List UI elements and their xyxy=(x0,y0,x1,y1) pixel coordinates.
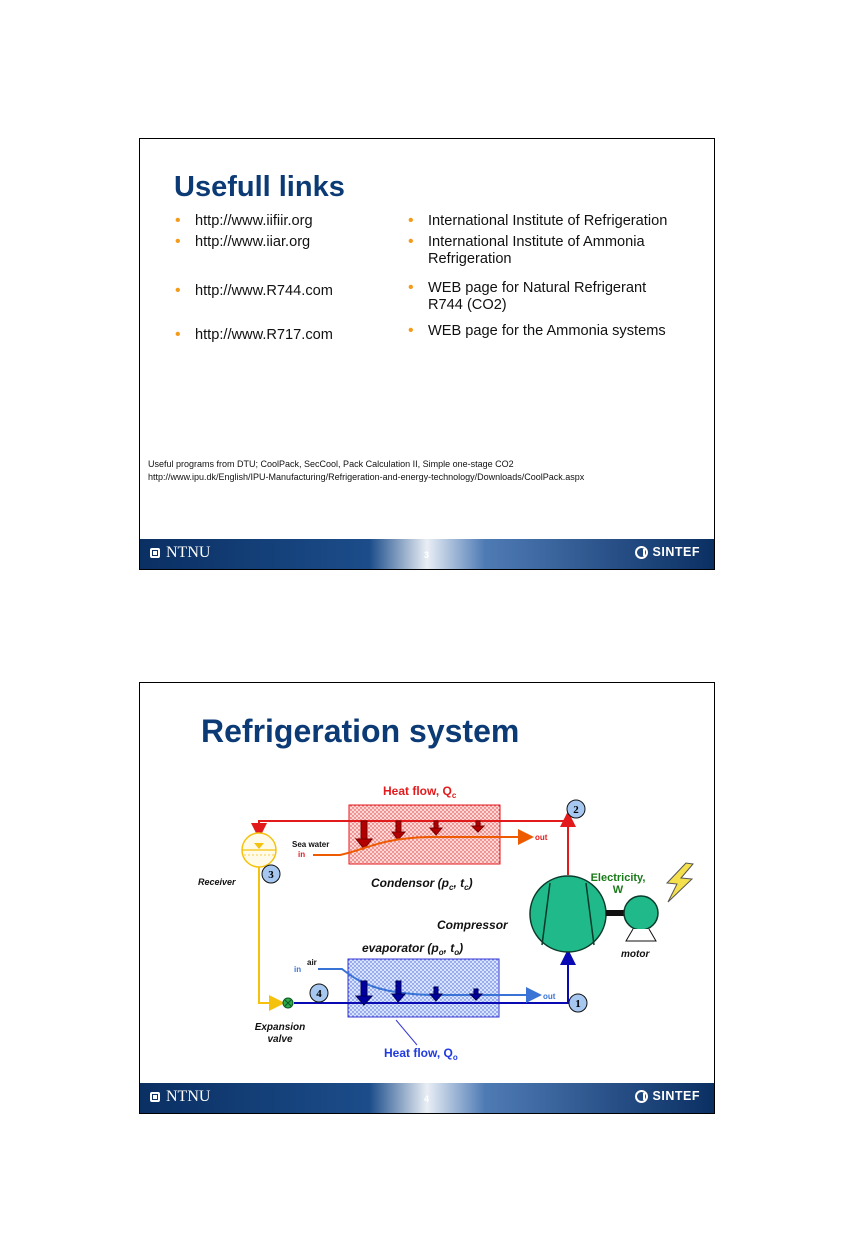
description-line: International Institute of Ammonia xyxy=(428,234,645,250)
sintef-logo: SINTEF xyxy=(634,1089,700,1103)
page-number: 4 xyxy=(424,1094,430,1104)
ntnu-label: NTNU xyxy=(166,1088,211,1105)
state-point-markers: 2 3 4 1 xyxy=(261,799,588,1013)
compressor-icon xyxy=(529,875,607,953)
description-item: International Institute of Refrigeration xyxy=(406,212,667,230)
condensor-box xyxy=(348,804,501,865)
air-in-label: in xyxy=(294,965,301,974)
link-item[interactable]: http://www.R717.com xyxy=(173,326,333,344)
liquid-line xyxy=(258,865,285,1011)
description-line: WEB page for Natural Refrigerant xyxy=(428,280,647,296)
node-label-2: 2 xyxy=(573,804,579,816)
link-item[interactable]: http://www.iiar.org xyxy=(173,233,310,251)
suction-line xyxy=(294,949,576,1004)
evaporator-label: evaporator (po, to) xyxy=(362,941,463,957)
ntnu-logo-icon xyxy=(150,1092,160,1102)
descriptions-list: International Institute of Refrigeration… xyxy=(406,212,706,373)
sintef-logo: SINTEF xyxy=(634,545,700,559)
air-label: air xyxy=(307,958,317,967)
sea-water-in-label: in xyxy=(298,850,305,859)
slide-title: Usefull links xyxy=(174,171,345,203)
description-item: WEB page for the Ammonia systems xyxy=(406,322,666,340)
lightning-bolt-icon xyxy=(665,862,694,903)
refrigeration-cycle-diagram: 2 3 4 1 Heat flow, Qc Sea water in out C… xyxy=(198,784,694,1062)
electricity-label: Electricity, xyxy=(591,872,646,884)
compressor-label: Compressor xyxy=(437,918,509,932)
slide-useful-links: Usefull links http://www.iifiir.org http… xyxy=(139,138,715,570)
ntnu-logo-icon xyxy=(150,548,160,558)
node-label-4: 4 xyxy=(316,988,322,1000)
evaporator-heat-arrows xyxy=(354,980,484,1006)
ntnu-logo: NTNU xyxy=(150,1088,210,1106)
heat-flow-o-label: Heat flow, Qo xyxy=(384,1046,458,1062)
motor-label: motor xyxy=(621,949,650,960)
slide-footer: NTNU 4 SINTEF xyxy=(140,1083,714,1113)
heat-flow-o-leader xyxy=(395,1019,418,1046)
slide-refrigeration-system: Refrigeration system xyxy=(139,682,715,1114)
description-line: Refrigeration xyxy=(428,251,512,267)
receiver-vessel xyxy=(241,832,277,868)
ntnu-label: NTNU xyxy=(166,544,211,561)
sea-water-out-label: out xyxy=(535,833,548,842)
sintef-label: SINTEF xyxy=(652,1089,700,1103)
evaporator-box xyxy=(347,958,500,1018)
motor-icon xyxy=(623,895,659,942)
sintef-logo-icon xyxy=(634,1089,648,1103)
sea-water-label: Sea water xyxy=(292,840,329,849)
description-item: International Institute of Ammonia Refri… xyxy=(406,233,645,268)
ntnu-logo: NTNU xyxy=(150,544,210,562)
condensor-label: Condensor (pc, tc) xyxy=(371,876,473,892)
air-out-label: out xyxy=(543,992,556,1001)
expansion-valve-icon xyxy=(282,997,294,1009)
heat-flow-c-label: Heat flow, Qc xyxy=(383,784,457,800)
expansion-valve-label-line2: valve xyxy=(267,1034,292,1045)
hot-gas-pipe xyxy=(251,820,569,875)
links-list: http://www.iifiir.org http://www.iiar.or… xyxy=(173,212,383,373)
page-number: 3 xyxy=(424,550,430,560)
description-line: R744 (CO2) xyxy=(428,297,507,313)
node-label-1: 1 xyxy=(575,998,581,1010)
receiver-label: Receiver xyxy=(198,877,236,887)
electricity-w-label: W xyxy=(613,884,624,896)
link-item[interactable]: http://www.R744.com xyxy=(173,282,333,300)
expansion-valve-label-line1: Expansion xyxy=(255,1022,306,1033)
link-item[interactable]: http://www.iifiir.org xyxy=(173,212,313,230)
node-label-3: 3 xyxy=(268,869,274,881)
compressor-shaft xyxy=(606,910,628,916)
description-item: WEB page for Natural Refrigerant R744 (C… xyxy=(406,279,647,314)
programs-note: Useful programs from DTU; CoolPack, SecC… xyxy=(148,459,514,469)
slide-footer: NTNU 3 SINTEF xyxy=(140,539,714,569)
sintef-logo-icon xyxy=(634,545,648,559)
slide-title: Refrigeration system xyxy=(201,713,520,749)
sea-water-line xyxy=(313,829,534,856)
sintef-label: SINTEF xyxy=(652,545,700,559)
condensor-heat-arrows xyxy=(354,820,486,850)
programs-url[interactable]: http://www.ipu.dk/English/IPU-Manufactur… xyxy=(148,472,585,482)
